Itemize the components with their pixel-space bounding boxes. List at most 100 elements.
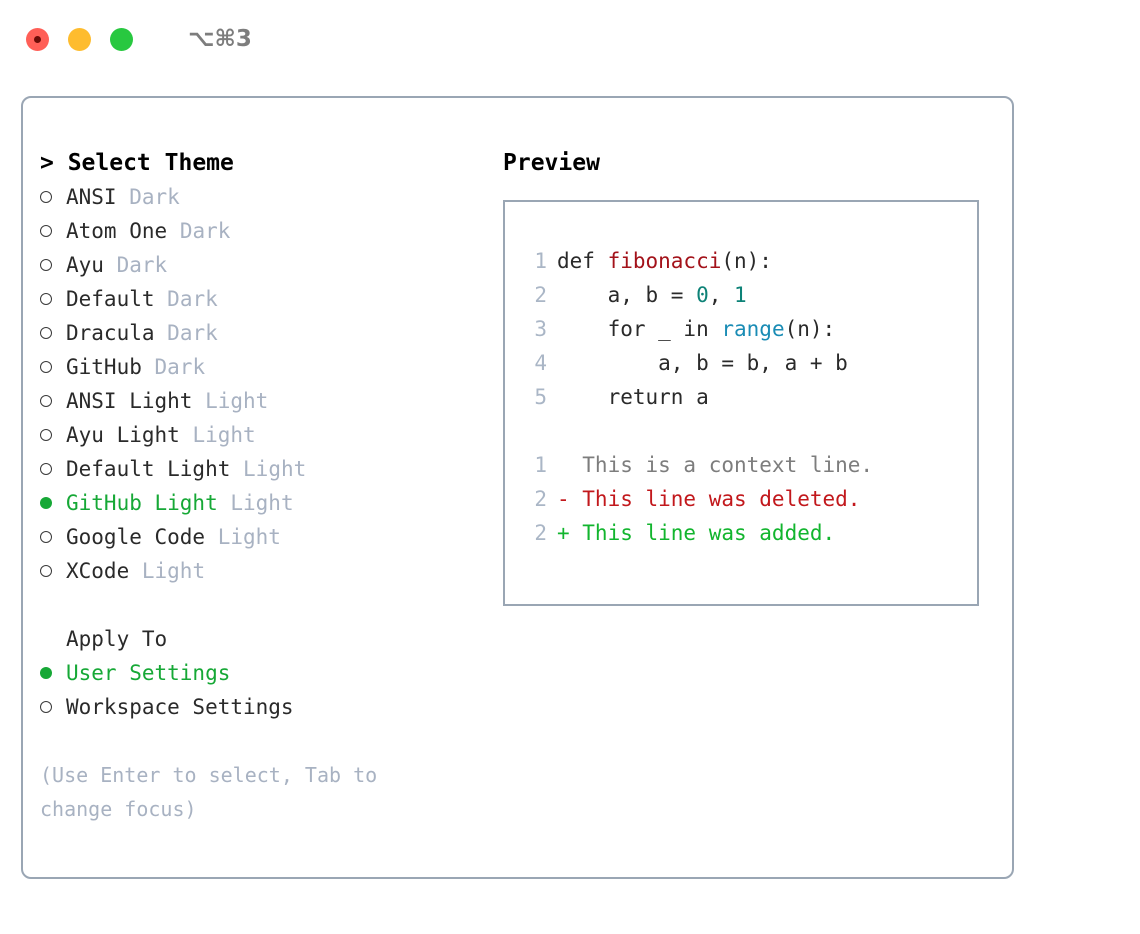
theme-option-xcode[interactable]: XCode Light — [40, 554, 493, 588]
code-token-plain: a, b = b, a + b — [557, 351, 848, 375]
close-button-icon[interactable] — [26, 27, 49, 51]
hollow-circle-icon — [40, 225, 52, 237]
diff-preview: 1 This is a context line.2- This line wa… — [523, 448, 977, 550]
line-number: 4 — [534, 351, 547, 375]
theme-option-default[interactable]: Default Dark — [40, 282, 493, 316]
theme-option-atom-one[interactable]: Atom One Dark — [40, 214, 493, 248]
hollow-circle-icon — [40, 463, 52, 475]
filled-circle-icon — [40, 667, 52, 679]
code-line: 3 for _ in range(n): — [523, 312, 977, 346]
hollow-circle-icon — [40, 531, 52, 543]
theme-variant-tag: Light — [230, 491, 294, 515]
theme-option-ayu-light[interactable]: Ayu Light Light — [40, 418, 493, 452]
hollow-circle-icon — [40, 395, 52, 407]
theme-option-ayu[interactable]: Ayu Dark — [40, 248, 493, 282]
keyboard-hint-text: (Use Enter to select, Tab to change focu… — [40, 763, 390, 821]
label-gap — [167, 219, 180, 243]
code-token-num: 1 — [734, 283, 747, 307]
label-gap — [192, 389, 205, 413]
code-line: 5 return a — [523, 380, 977, 414]
radio-unselected-icon — [40, 214, 66, 248]
window-titlebar: ⌥⌘3 — [0, 0, 1140, 78]
minimize-button-icon[interactable] — [68, 27, 91, 51]
theme-variant-tag: Dark — [167, 321, 218, 345]
line-number: 5 — [534, 385, 547, 409]
theme-option-ansi[interactable]: ANSI Dark — [40, 180, 493, 214]
theme-variant-tag: Dark — [179, 219, 231, 243]
theme-option-default-light[interactable]: Default Light Light — [40, 452, 493, 486]
theme-option-github[interactable]: GitHub Dark — [40, 350, 493, 384]
label-gap — [155, 321, 168, 345]
code-line: 4 a, b = b, a + b — [523, 346, 977, 380]
code-token-plain: a, b = — [557, 283, 697, 307]
theme-variant-tag: Light — [192, 423, 256, 447]
hollow-circle-icon — [40, 293, 52, 305]
theme-variant-tag: Dark — [167, 287, 218, 311]
label-gap — [218, 491, 231, 515]
radio-unselected-icon — [40, 452, 66, 486]
diff-line-del: 2- This line was deleted. — [523, 482, 977, 516]
theme-option-label: Ayu — [66, 253, 104, 277]
theme-variant-tag: Light — [205, 389, 269, 413]
radio-unselected-icon — [40, 350, 66, 384]
line-number: 3 — [534, 317, 547, 341]
radio-unselected-icon — [40, 248, 66, 282]
theme-variant-tag: Light — [217, 525, 281, 549]
code-token-plain: return a — [557, 385, 709, 409]
theme-option-google-code[interactable]: Google Code Light — [40, 520, 493, 554]
hollow-circle-icon — [40, 361, 52, 373]
diff-line-ctx: 1 This is a context line. — [523, 448, 977, 482]
select-theme-header: > Select Theme — [40, 150, 234, 176]
theme-option-github-light[interactable]: GitHub Light Light — [40, 486, 493, 520]
label-gap — [155, 287, 168, 311]
apply-to-option-user-settings[interactable]: User Settings — [40, 656, 493, 690]
label-gap — [104, 253, 117, 277]
radio-unselected-icon — [40, 384, 66, 418]
theme-option-label: Google Code — [66, 525, 206, 549]
theme-variant-tag: Dark — [116, 253, 168, 277]
code-token-num: 0 — [696, 283, 709, 307]
radio-unselected-icon — [40, 418, 66, 452]
code-token-plain: , — [708, 283, 735, 307]
radio-unselected-icon — [40, 316, 66, 350]
line-number: 1 — [534, 453, 547, 477]
apply-to-option-label: Workspace Settings — [66, 695, 294, 719]
label-gap — [142, 355, 155, 379]
code-token-plain: for _ in — [557, 317, 722, 341]
code-token-plain: (n): — [784, 317, 836, 341]
label-gap — [129, 559, 142, 583]
spacer — [40, 724, 493, 758]
hollow-circle-icon — [40, 191, 52, 203]
window-title: ⌥⌘3 — [188, 26, 252, 52]
label-gap — [205, 525, 218, 549]
maximize-button-icon[interactable] — [110, 27, 133, 51]
theme-option-dracula[interactable]: Dracula Dark — [40, 316, 493, 350]
filled-circle-icon — [40, 497, 52, 509]
theme-variant-tag: Light — [141, 559, 206, 583]
spacer — [40, 588, 493, 622]
theme-option-label: ANSI Light — [66, 389, 193, 413]
label-gap — [117, 185, 130, 209]
radio-selected-icon — [40, 486, 66, 520]
theme-option-label: Dracula — [66, 321, 155, 345]
apply-to-option-label: User Settings — [66, 661, 231, 685]
theme-option-label: GitHub Light — [66, 491, 218, 515]
diff-line-add: 2+ This line was added. — [523, 516, 977, 550]
code-line: 2 a, b = 0, 1 — [523, 278, 977, 312]
theme-variant-tag: Light — [243, 457, 307, 481]
hollow-circle-icon — [40, 429, 52, 441]
traffic-lights — [26, 27, 133, 51]
theme-option-ansi-light[interactable]: ANSI Light Light — [40, 384, 493, 418]
spacer — [523, 414, 977, 448]
radio-unselected-icon — [40, 520, 66, 554]
label-gap — [230, 457, 243, 481]
theme-option-label: GitHub — [66, 355, 142, 379]
apply-to-option-workspace-settings[interactable]: Workspace Settings — [40, 690, 493, 724]
